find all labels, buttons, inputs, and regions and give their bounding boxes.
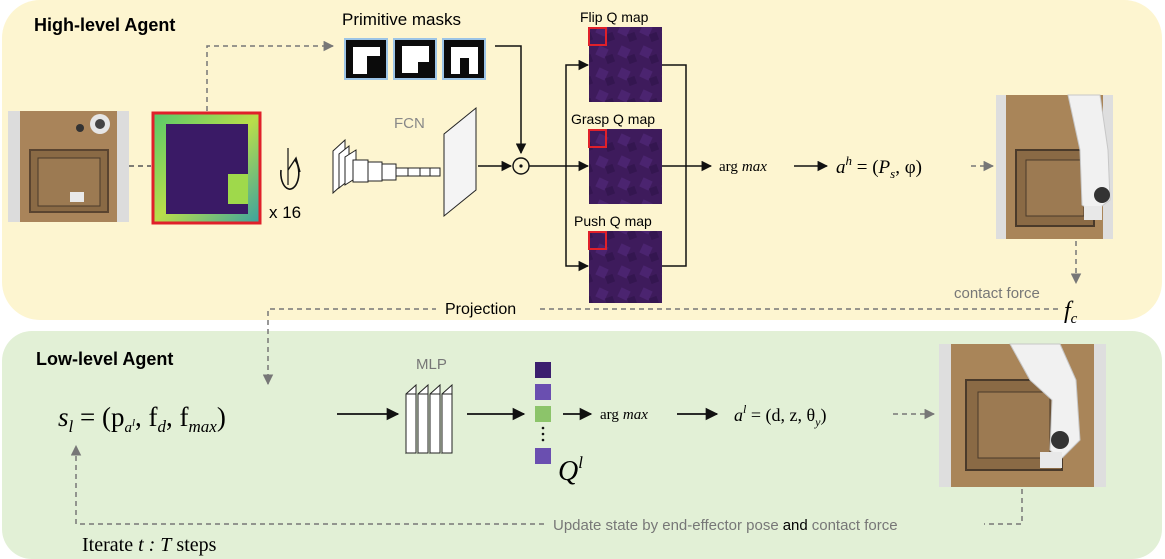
grasp-q-map-highlight [588,129,607,148]
force-symbol: fc [1064,298,1078,327]
mlp-network [405,383,453,455]
fcn-label: FCN [394,115,425,132]
high-level-panel [2,0,1162,320]
input-scene-image [8,111,129,222]
projection-label: Projection [445,301,516,318]
high-level-title: High-level Agent [34,15,175,35]
flip-q-map-highlight [588,27,607,46]
iterate-label: Iterate t : T steps [82,534,217,556]
primitive-masks-label: Primitive masks [342,10,461,29]
grasp-q-map [589,129,662,204]
push-q-map-label: Push Q map [574,213,652,229]
q-value-vector [535,362,551,464]
projection-dashed-arrow [262,308,1058,386]
grasp-q-map-label: Grasp Q map [571,111,655,127]
fcn-network [332,106,477,218]
projection-label-bg [436,297,536,319]
low-level-panel [2,331,1162,559]
q-symbol: Ql [558,453,583,487]
flip-q-map [589,27,662,102]
robot-scene-image-high [996,94,1113,239]
flip-merge-line [662,64,687,166]
flip-q-map-label: Flip Q map [580,9,649,25]
branch-to-flip-arrow [565,59,590,166]
rotation-icon [280,148,301,190]
contact-force-label: contact force [954,285,1040,302]
mlp-label: MLP [416,356,447,373]
push-merge-line [662,166,687,267]
push-q-map [589,231,662,303]
push-q-map-highlight [588,231,607,250]
branch-to-push-arrow [565,166,590,272]
robot-scene-image-low [939,343,1106,487]
low-level-action: al = (d, z, θy) [734,402,826,429]
primitive-mask-3 [442,38,486,80]
masks-to-product-arrow [495,45,527,155]
primitive-mask-1 [344,38,388,80]
primitive-mask-2 [393,38,437,80]
low-level-state: sl = (pal, fd, fmax) [58,402,226,436]
update-label-bg [546,513,984,535]
high-level-action: ah = (Ps, φ) [836,153,922,181]
rotation-count: x 16 [269,203,301,222]
heightmap-to-masks-dashed-arrow [206,40,335,111]
low-level-title: Low-level Agent [36,349,173,369]
heightmap-image [151,111,262,225]
